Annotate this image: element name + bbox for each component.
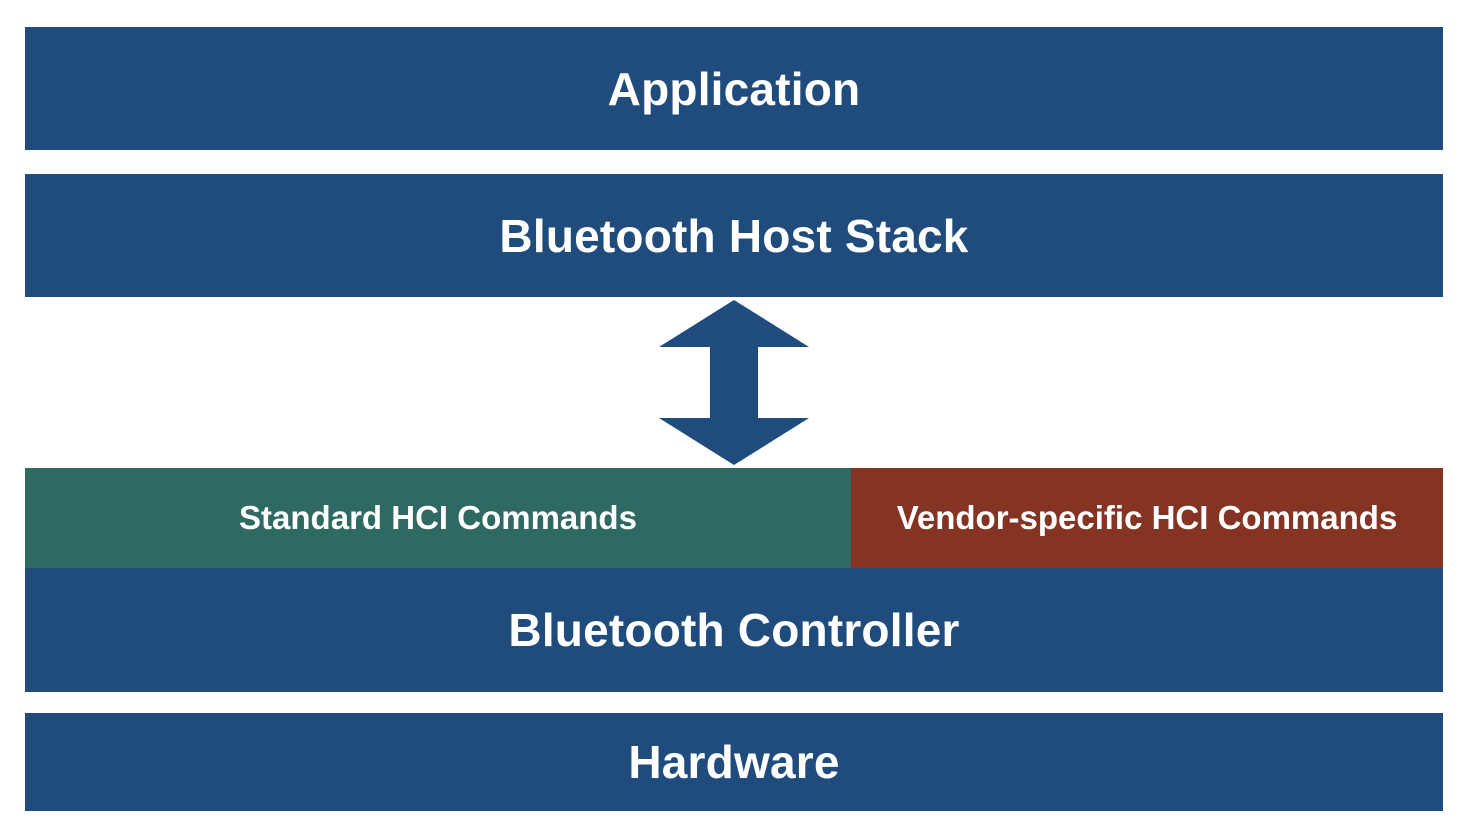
standard-hci-commands-label: Standard HCI Commands xyxy=(239,499,637,536)
application-layer: Application xyxy=(25,27,1443,150)
standard-hci-commands-block: Standard HCI Commands xyxy=(25,468,851,568)
controller-layer-label: Bluetooth Controller xyxy=(508,604,960,656)
hardware-layer-label: Hardware xyxy=(628,736,840,788)
double-headed-vertical-arrow-icon xyxy=(659,300,809,465)
vendor-hci-commands-label: Vendor-specific HCI Commands xyxy=(896,499,1398,536)
vendor-hci-commands-block: Vendor-specific HCI Commands xyxy=(851,468,1443,568)
arrow-shape xyxy=(659,300,809,465)
application-layer-label: Application xyxy=(607,62,861,115)
hardware-layer: Hardware xyxy=(25,713,1443,811)
host-stack-layer-label: Bluetooth Host Stack xyxy=(499,209,969,262)
host-stack-layer: Bluetooth Host Stack xyxy=(25,174,1443,297)
controller-layer: Bluetooth Controller xyxy=(25,568,1443,692)
